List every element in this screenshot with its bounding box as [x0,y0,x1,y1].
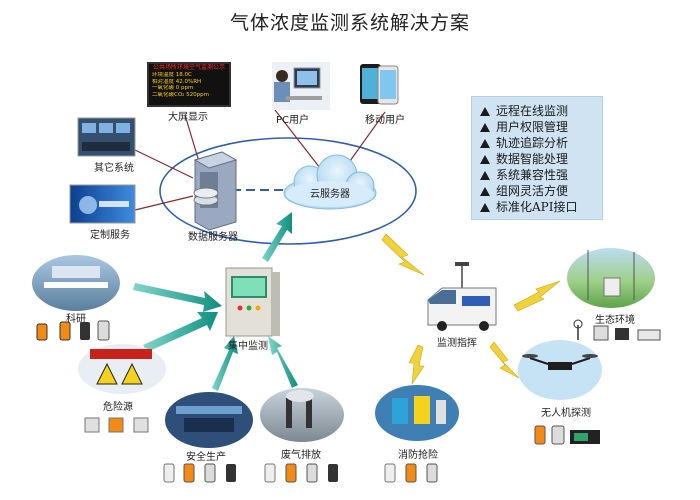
bolt-vehicle-to-fire [408,344,425,385]
custom-service-photo [69,184,136,224]
bolt-cloud-to-vehicle [381,233,425,276]
feature-item: 系统兼容性强 [480,167,602,183]
triangle-bullet-icon [480,123,490,132]
arrow-cabinet-to-cloud [262,212,292,262]
label-custom-service: 定制服务 [90,230,130,241]
mobile-user-icon [360,64,399,105]
eco-environment-photo [567,248,655,308]
label-data-server: 数据服务器 [188,232,238,243]
drone-devices [534,425,600,445]
label-monitor-command: 监测指挥 [437,338,477,349]
triangle-bullet-icon [480,171,490,180]
hazard-devices [84,417,149,433]
exhaust-devices [264,463,338,483]
label-cloud-server: 云服务器 [310,189,350,200]
label-pc-user: PC用户 [276,115,310,126]
label-central-monitor: 集中监测 [228,341,268,352]
feature-list: 远程在线监测 用户权限管理 轨迹追踪分析 数据智能处理 系统兼容性强 组网灵活方… [471,96,603,220]
exhaust-photo [260,388,344,442]
feature-item: 组网灵活方便 [480,183,602,199]
eco-environment-devices [573,319,661,341]
safe-production-photo [165,392,253,448]
arrow-safe-production [212,336,238,391]
data-flow-arrows [133,212,298,391]
label-eco-environment: 生态环境 [595,315,635,326]
led-row: 相对湿度 42.0%RH [152,78,202,85]
network-ellipse [159,137,417,245]
feature-item: 远程在线监测 [480,103,602,119]
central-monitor-cabinet [225,267,280,337]
bolt-vehicle-to-drone [489,341,520,379]
hazard-source-photo [78,344,166,394]
arrow-hazard [143,312,218,352]
label-big-screen: 大屏显示 [168,112,208,123]
label-research: 科研 [66,314,86,325]
label-other-system: 其它系统 [94,163,134,174]
label-exhaust: 废气排放 [281,450,321,461]
label-fire-rescue: 消防抢险 [398,450,438,461]
arrow-research [133,283,222,312]
server-links [134,109,386,211]
led-header: 公共场所环境空气监测公示 [152,64,225,71]
other-system-photo [77,117,136,157]
pc-user-icon [272,62,330,110]
research-photo [32,255,120,311]
monitoring-vehicle-icon [427,262,497,331]
triangle-bullet-icon [480,107,490,116]
big-screen-display: 公共场所环境空气监测公示 环境温度 18.0C 相对湿度 42.0%RH 一氧化… [147,62,231,107]
triangle-bullet-icon [480,139,490,148]
led-row: 环境温度 18.0C [152,72,192,78]
triangle-bullet-icon [480,203,490,212]
bolt-vehicle-to-eco [513,280,561,312]
triangle-bullet-icon [480,187,490,196]
arrow-exhaust [268,336,298,388]
triangle-bullet-icon [480,155,490,164]
label-hazard-source: 危险源 [103,402,133,413]
page-title: 气体浓度监测系统解决方案 [229,12,470,34]
feature-item: 用户权限管理 [480,119,602,135]
label-safe-production: 安全生产 [186,452,226,463]
led-row: 一氧化碳 0 ppm [152,85,194,92]
cloud-server-icon [283,154,377,210]
label-mobile-user: 移动用户 [365,115,405,126]
research-devices [36,320,110,341]
safe-production-devices [163,463,236,483]
feature-item: 轨迹追踪分析 [480,135,602,151]
fire-rescue-devices [384,463,438,483]
data-server-icon [193,151,238,231]
label-drone: 无人机探测 [541,408,591,419]
feature-item: 数据智能处理 [480,151,602,167]
drone-photo [518,340,602,400]
wireless-links [381,233,561,385]
led-row: 二氧化碳CO₂ 520ppm [152,91,209,98]
fire-rescue-photo [375,385,459,441]
feature-item: 标准化API接口 [480,199,602,215]
